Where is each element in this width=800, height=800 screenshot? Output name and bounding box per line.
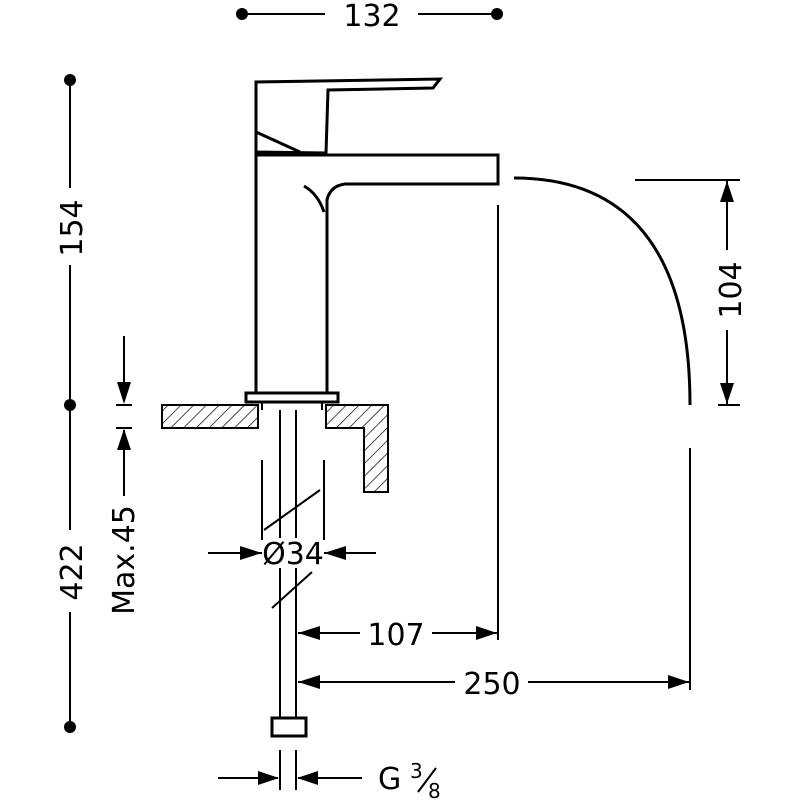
- countertop-left: [161, 404, 259, 429]
- dim-dia34-label: Ø34: [262, 537, 324, 572]
- dim-154-label: 154: [55, 199, 90, 256]
- break-mark-lower: [271, 571, 313, 609]
- dim-max45-label: Max.45: [107, 505, 142, 615]
- dimension-dia34: Ø34: [208, 537, 376, 572]
- break-mark-upper: [263, 489, 321, 531]
- dim-thread-label: G: [378, 762, 401, 797]
- dim-thread-numerator: 3: [410, 759, 423, 783]
- dim-dia34-arrow-right: [324, 546, 346, 560]
- dim-max45-arrow-down: [117, 382, 131, 404]
- dim-107-arrow-right: [476, 626, 497, 640]
- dimension-132: 132: [236, 0, 503, 34]
- dim-104-arrow-up: [720, 181, 734, 202]
- dimension-thread: G 3 8: [218, 750, 441, 800]
- dim-thread-fraction-bar: [417, 767, 437, 793]
- water-flow-curve: [513, 176, 692, 406]
- hose-connector: [270, 716, 308, 738]
- dim-250-label: 250: [463, 667, 520, 702]
- dim-thread-arrow-right: [297, 771, 318, 785]
- dim-thread-denominator: 8: [428, 779, 441, 800]
- lever-cap-line: [255, 130, 301, 154]
- countertop-right: [325, 404, 389, 493]
- dimension-422: 422: [55, 405, 90, 733]
- spout-inner-curve: [303, 184, 326, 213]
- faucet-lever: [254, 77, 444, 155]
- dimension-104: 104: [635, 179, 749, 406]
- dimension-107: 107: [298, 205, 499, 653]
- dim-132-label: 132: [343, 0, 400, 34]
- dim-104-arrow-down: [720, 383, 734, 404]
- dimension-154: 154: [55, 74, 90, 411]
- dim-250-arrow-left: [298, 675, 320, 689]
- dim-422-label: 422: [55, 543, 90, 600]
- dim-250-arrow-right: [668, 675, 689, 689]
- dimension-250: 250: [298, 448, 691, 702]
- dim-thread-arrow-left: [258, 771, 279, 785]
- dim-dia34-arrow-left: [240, 546, 262, 560]
- dim-107-arrow-left: [298, 626, 320, 640]
- dim-dia34-label-bg: [264, 538, 322, 568]
- dim-104-label: 104: [714, 261, 749, 318]
- dim-107-label: 107: [367, 618, 424, 653]
- base-plate: [244, 391, 340, 404]
- faucet-body: [244, 77, 500, 410]
- countertop: [161, 404, 389, 493]
- dimension-max45: Max.45: [107, 336, 142, 615]
- faucet-spout: [254, 153, 500, 395]
